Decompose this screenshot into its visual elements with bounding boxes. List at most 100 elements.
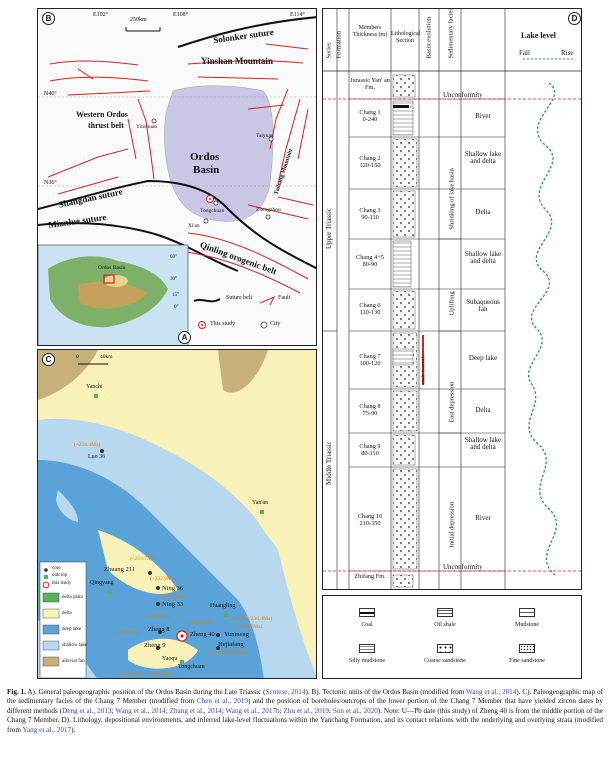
caption-text: A). General paleogeographic position of … bbox=[25, 688, 266, 696]
inset-lat: 60° bbox=[170, 255, 177, 260]
caption-ref[interactable]: Scotese, 2014 bbox=[265, 688, 306, 696]
caption-text: ; bbox=[221, 706, 226, 715]
scale-zero: 0 bbox=[76, 354, 79, 360]
caption-ref[interactable]: Wang et al., 2014 bbox=[115, 706, 166, 715]
caption-ref[interactable]: Wang et al., 2014 bbox=[466, 688, 517, 696]
date-yunmeng: (~234.4/236.4Ma) bbox=[232, 616, 273, 622]
legend-suture: Suture belt bbox=[226, 295, 253, 301]
place-tongchuan: Tongchuan bbox=[178, 664, 205, 670]
evolution-uplifting: Uplifting bbox=[448, 291, 456, 316]
legend-swatch-coal bbox=[359, 608, 375, 617]
lat-label: N36° bbox=[44, 180, 57, 186]
panel-d-label: D bbox=[568, 12, 581, 25]
header-evolution: Basin evolution bbox=[425, 16, 433, 59]
member-thickness: 75-90 bbox=[362, 410, 378, 418]
place-zhuang211: Zhuang 211 bbox=[104, 566, 135, 573]
member-name: Chang 3 bbox=[359, 207, 381, 214]
panel-a-label: A bbox=[178, 331, 191, 344]
study-interval: study interval bbox=[421, 357, 427, 385]
date-zhuang211: (~233.7Ma) bbox=[130, 556, 157, 562]
member-thickness: 100-120 bbox=[359, 360, 381, 368]
member-thickness: 80-110 bbox=[361, 450, 379, 458]
date-ning36: (~232.6Ma) bbox=[150, 576, 177, 582]
caption-ref[interactable]: Zhu et al., 2019 bbox=[283, 706, 329, 715]
zhengzhou-label: Zhengzhou bbox=[256, 207, 281, 213]
member-name: Chang 7 bbox=[359, 353, 381, 360]
caption-fig: Fig. 1. bbox=[7, 688, 26, 696]
panel-c-facies-map: C 0 40km Yanchi (~234.4Ma) Luo 36 Yan'an… bbox=[37, 349, 317, 679]
place-qingyang: Qingyang bbox=[90, 580, 114, 586]
caption-text: ) and the position of boreholes/outcrops… bbox=[7, 697, 603, 715]
evolution-fast: Fast depression bbox=[448, 381, 456, 423]
legend-swatch-silty bbox=[359, 644, 375, 653]
lon-label: E108° bbox=[173, 12, 189, 18]
date-left: (~234.6Ma) bbox=[114, 630, 141, 636]
inset-lat: 30° bbox=[170, 277, 177, 282]
caption-ref[interactable]: Deng et al., 2013 bbox=[62, 706, 112, 715]
legend-deeplake: deep lake bbox=[62, 627, 82, 632]
header-lake-level: Lake level bbox=[521, 31, 556, 40]
tectonic-map-graphics bbox=[38, 16, 316, 345]
facies: Shallow lake and delta bbox=[464, 250, 502, 266]
place-yanchi: Yanchi bbox=[86, 384, 103, 390]
panel-b-label: B bbox=[42, 12, 55, 25]
legend-coal: Coal bbox=[361, 622, 373, 628]
facies: River bbox=[475, 112, 491, 120]
caption-ref[interactable]: Chen et al., 2019 bbox=[196, 697, 248, 706]
caption-ref[interactable]: Yang et al., 2017 bbox=[22, 725, 72, 734]
member-name: Chang 1 bbox=[359, 109, 381, 116]
legend-fault: Fault bbox=[278, 295, 291, 301]
member-name: Chang 4+5 bbox=[356, 254, 384, 261]
lithology-legend: Coal Oil shale Mudstone Silty mudstone C… bbox=[322, 595, 582, 679]
place-zheng9: Zheng 9 bbox=[144, 642, 166, 649]
member-thickness: 110-130 bbox=[359, 309, 381, 317]
date-yaoqu: (~233.6/241.3/240.3Ma) bbox=[120, 672, 175, 678]
member-name: Chang 10 bbox=[357, 513, 383, 520]
caption-text: ). C). Paleogeographic map of the sedime… bbox=[7, 688, 603, 706]
place-yanan: Yan'an bbox=[252, 500, 269, 506]
header-members: Members Thickness (m) bbox=[352, 25, 388, 39]
lon-label: E114° bbox=[290, 12, 305, 18]
member-name: Chang 9 bbox=[359, 443, 381, 450]
facies: Shallow lake and delta bbox=[464, 150, 502, 166]
yinchuan-label: Yinchuan bbox=[136, 124, 158, 130]
member-thickness: 0-240 bbox=[362, 116, 378, 124]
member-thickness: 210-350 bbox=[359, 520, 381, 528]
tongchuan-label: Tongchuan bbox=[200, 208, 225, 214]
evolution-initial: Initial depression bbox=[448, 501, 456, 548]
facies: Delta bbox=[475, 406, 491, 414]
member-thickness: 80-90 bbox=[362, 261, 378, 269]
middle-triassic-label: Middle Triassic bbox=[325, 441, 333, 485]
xian-label: Xi'an bbox=[188, 223, 200, 229]
legend-thisstudy: this study bbox=[52, 581, 72, 586]
thrust-belt-label: thrust belt bbox=[88, 121, 124, 130]
legend-coarse: Coarse sandstone bbox=[424, 658, 466, 664]
inset-lat: 0° bbox=[174, 305, 179, 310]
legend-study: This study bbox=[210, 321, 236, 327]
scale-label: 250km bbox=[130, 17, 147, 23]
legend-deltaplain: delta plain bbox=[62, 595, 83, 600]
caption-text: ; bbox=[111, 706, 116, 715]
caption-ref[interactable]: Zhang et al., 2014 bbox=[169, 706, 222, 715]
caption-ref[interactable]: Wang et al., 2017b bbox=[225, 706, 280, 715]
caption-ref[interactable]: Sun et al., 2020 bbox=[332, 706, 378, 715]
legend-oilshale: Oil shale bbox=[434, 622, 456, 628]
date-ning33: (~233.4Ma) bbox=[160, 594, 187, 600]
caption-text: ). Note: U—Pb date (this study) of Zheng… bbox=[7, 706, 604, 734]
header-formation: Formation bbox=[335, 31, 343, 59]
scale-km: 40km bbox=[100, 354, 113, 360]
facies: Deep lake bbox=[468, 354, 498, 362]
taiyuan-label: Taiyuan bbox=[256, 133, 274, 139]
place-ning33: Ning 33 bbox=[162, 601, 184, 608]
facies: Shallow lake and delta bbox=[464, 436, 502, 452]
legend-fine: Fine sandstone bbox=[509, 658, 545, 664]
legend-silty: Silty mudstone bbox=[348, 658, 386, 664]
legend-outcrop: outcrop bbox=[52, 573, 68, 578]
